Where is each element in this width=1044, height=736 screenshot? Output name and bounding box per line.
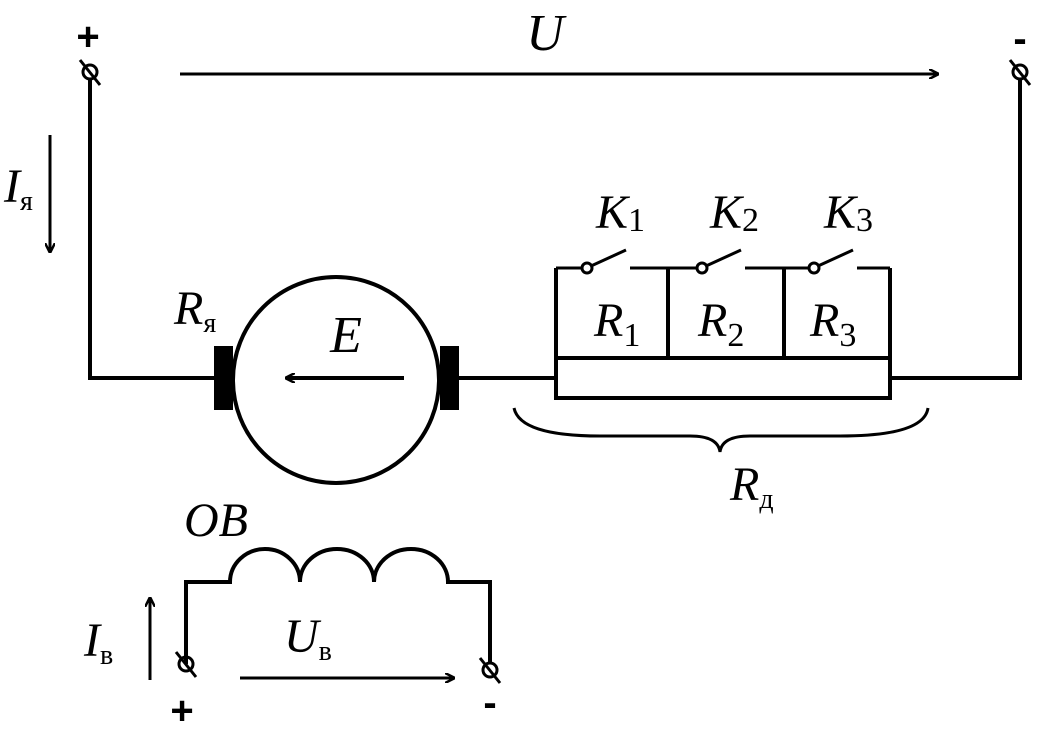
armature-resistance-label: Rя bbox=[173, 282, 216, 339]
added-resistance-label: Rд bbox=[729, 458, 774, 515]
field-winding-label: ОВ bbox=[184, 494, 248, 547]
wire-resistor-to-right-supply bbox=[890, 80, 1022, 380]
field-terminal-plus[interactable] bbox=[174, 651, 198, 678]
added-resistance-brace bbox=[512, 407, 930, 453]
supply-terminal-plus[interactable] bbox=[78, 59, 102, 86]
resistor-r1-label: R1 bbox=[593, 294, 640, 354]
field-current-label: Iв bbox=[83, 614, 113, 671]
switch-k3-label: K3 bbox=[823, 186, 873, 239]
supply-minus-sign: - bbox=[1013, 17, 1026, 61]
field-terminal-minus[interactable] bbox=[478, 657, 502, 684]
field-voltage-label: Uв bbox=[284, 610, 332, 667]
switch-k2-label: K2 bbox=[709, 186, 759, 239]
resistor-r3-label: R3 bbox=[809, 294, 856, 354]
switch-k1[interactable] bbox=[556, 248, 668, 275]
wire-left-supply bbox=[88, 80, 216, 380]
field-plus-sign: + bbox=[170, 689, 193, 733]
field-winding-coil bbox=[184, 547, 492, 664]
resistor-r2-label: R2 bbox=[697, 294, 744, 354]
switch-k3[interactable] bbox=[784, 248, 890, 275]
brush-left bbox=[214, 346, 233, 410]
switch-k2[interactable] bbox=[668, 248, 784, 275]
armature-current-label: Iя bbox=[3, 160, 33, 217]
switch-k1-label: K1 bbox=[595, 186, 645, 239]
resistor-bank bbox=[554, 356, 892, 400]
voltage-label: U bbox=[526, 5, 567, 62]
brush-right bbox=[440, 346, 459, 410]
supply-plus-sign: + bbox=[76, 15, 99, 59]
supply-terminal-minus[interactable] bbox=[1008, 59, 1032, 86]
field-minus-sign: - bbox=[483, 681, 496, 725]
emf-label: E bbox=[329, 307, 362, 364]
